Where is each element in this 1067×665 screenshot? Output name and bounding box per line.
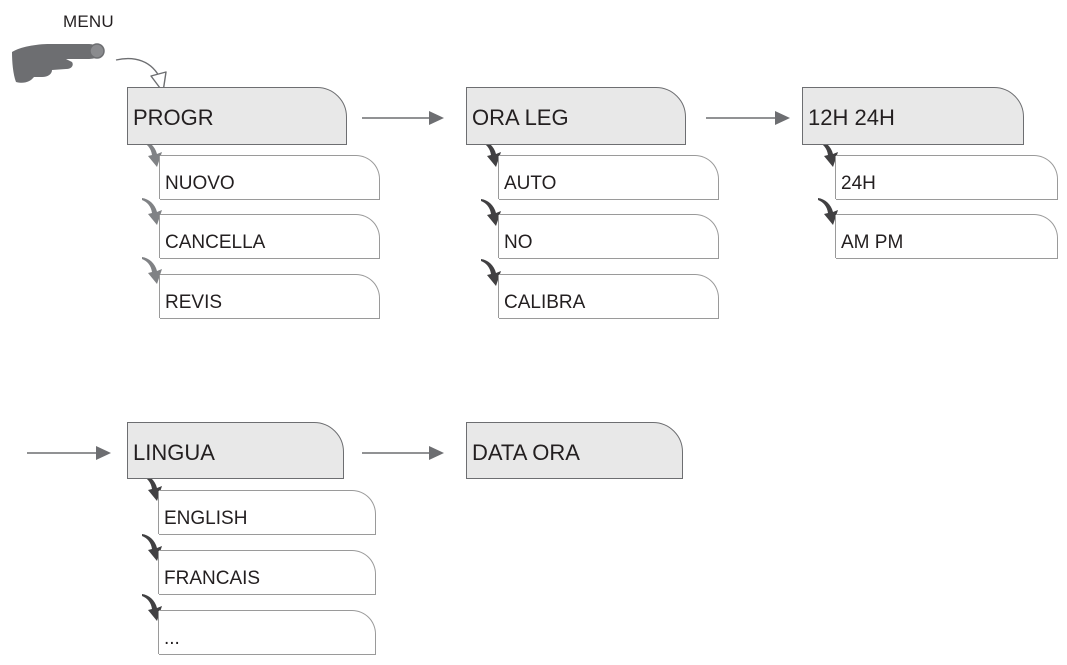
header-data-ora[interactable]: DATA ORA <box>466 422 683 479</box>
sub-item-label: NUOVO <box>165 173 235 194</box>
header-progr-label: PROGR <box>133 105 214 130</box>
menu-label: MENU <box>63 12 114 31</box>
sub-item-am-pm[interactable]: AM PM <box>835 214 1058 259</box>
sub-item-label: 24H <box>841 173 876 194</box>
sub-item-label: ... <box>164 628 180 649</box>
sub-item-revis[interactable]: REVIS <box>159 274 380 319</box>
arrow-to-data-ora <box>362 446 444 460</box>
arrow-to-lingua <box>27 446 111 460</box>
arrow-to-12h-24h <box>706 111 790 125</box>
arrow-to-ora-leg <box>362 111 444 125</box>
sub-item-label: ENGLISH <box>164 508 248 529</box>
header-ora-leg[interactable]: ORA LEG <box>466 87 686 145</box>
sub-item-calibra[interactable]: CALIBRA <box>498 274 719 319</box>
sub-item-label: CALIBRA <box>504 292 586 313</box>
header-ora-leg-label: ORA LEG <box>472 105 569 130</box>
header-12h-24h[interactable]: 12H 24H <box>802 87 1024 145</box>
header-lingua[interactable]: LINGUA <box>127 422 344 479</box>
header-lingua-label: LINGUA <box>133 440 215 465</box>
sub-item-english[interactable]: ENGLISH <box>158 490 376 535</box>
sub-item-nuovo[interactable]: NUOVO <box>159 155 380 200</box>
sub-item-label: AUTO <box>504 173 557 194</box>
sub-item-more[interactable]: ... <box>158 610 376 655</box>
sub-item-label: CANCELLA <box>165 232 266 253</box>
header-12h-24h-label: 12H 24H <box>808 105 895 130</box>
sub-item-label: REVIS <box>165 292 223 313</box>
sub-item-cancella[interactable]: CANCELLA <box>159 214 380 259</box>
header-data-ora-label: DATA ORA <box>472 440 580 465</box>
sub-item-francais[interactable]: FRANCAIS <box>158 550 376 595</box>
sub-item-auto[interactable]: AUTO <box>498 155 719 200</box>
sub-item-label: NO <box>504 232 533 253</box>
sub-item-no[interactable]: NO <box>498 214 719 259</box>
pointing-hand-icon <box>12 43 105 83</box>
sub-item-label: AM PM <box>841 232 904 253</box>
sub-item-24h[interactable]: 24H <box>835 155 1058 200</box>
pointer-arrows <box>142 140 838 621</box>
sub-item-label: FRANCAIS <box>164 568 261 589</box>
header-progr[interactable]: PROGR <box>127 87 347 145</box>
